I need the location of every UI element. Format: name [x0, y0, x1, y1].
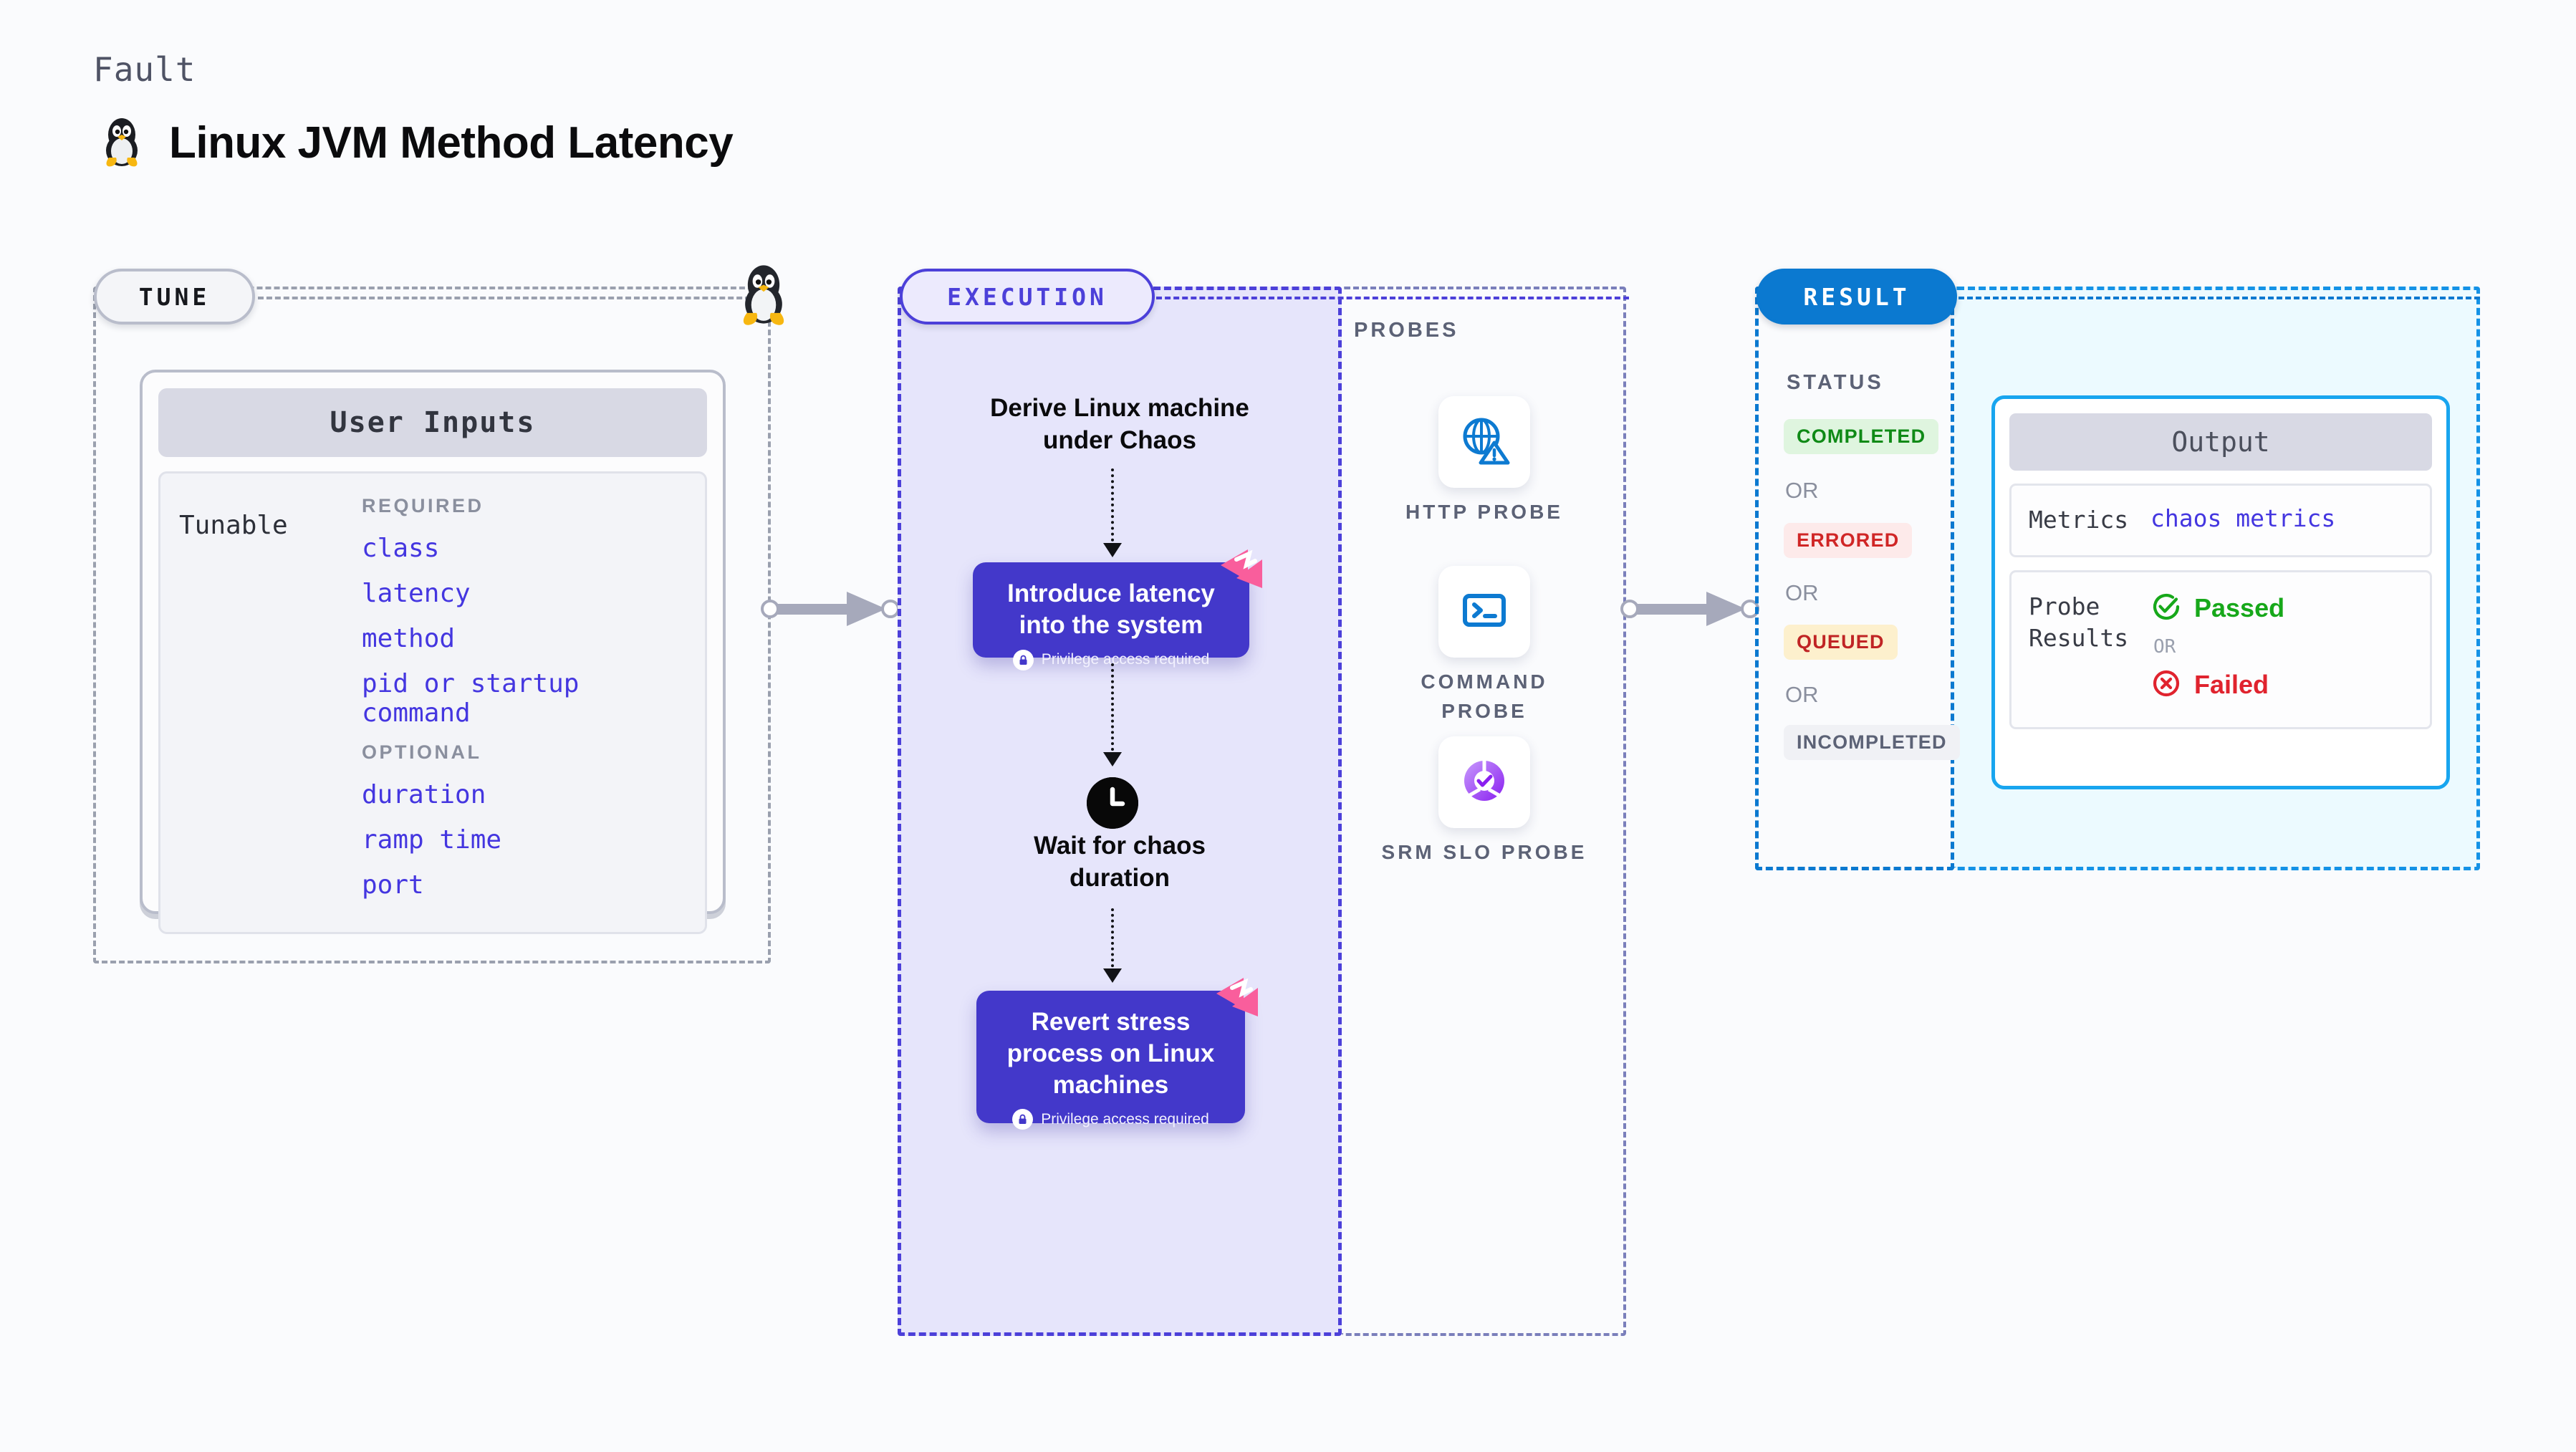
execution-node-subtitle-text: Privilege access required [1041, 1110, 1209, 1128]
stage-badge-execution-label: EXECUTION [947, 282, 1107, 311]
output-card-title: Output [2009, 413, 2432, 471]
status-badge-completed-label: COMPLETED [1797, 425, 1926, 447]
probe-result-failed: Failed [2150, 668, 2413, 703]
status-section-label: STATUS [1787, 371, 1884, 394]
status-or-1: OR [1785, 478, 1819, 503]
tunable-table: Tunable REQUIRED class latency method pi… [158, 471, 707, 934]
output-card: Output Metrics chaos metrics Probe Resul… [1991, 395, 2450, 789]
slo-donut-check-icon [1456, 753, 1512, 812]
probe-result-failed-label: Failed [2194, 670, 2269, 700]
tune-panel [93, 287, 771, 963]
execution-node-subtitle: Privilege access required [995, 1109, 1226, 1130]
execution-node-revert-stress[interactable]: Revert stress process on Linux machines … [976, 978, 1258, 1130]
status-badge-queued-label: QUEUED [1797, 631, 1885, 653]
probe-result-or: OR [2153, 635, 2176, 658]
optional-group-title: OPTIONAL [362, 741, 482, 763]
stage-badge-tune[interactable]: TUNE [94, 269, 255, 324]
page-kicker: Fault [93, 50, 196, 89]
tunable-item-pid-or-startup-command[interactable]: pid or startup command [362, 669, 580, 728]
linux-tux-icon [99, 113, 145, 173]
tunable-item-ramp-time[interactable]: ramp time [362, 825, 502, 855]
execution-node-title: Introduce latency into the system [1007, 580, 1215, 639]
output-row-metrics-value[interactable]: chaos metrics [2150, 504, 2336, 532]
stage-badge-tune-label: TUNE [138, 282, 211, 311]
user-inputs-card: User Inputs Tunable REQUIRED class laten… [140, 370, 726, 934]
tunable-item-duration[interactable]: duration [362, 780, 486, 809]
terminal-icon [1456, 582, 1512, 642]
harness-chaos-icon [1215, 544, 1268, 597]
execution-arrowhead-1 [1103, 543, 1122, 557]
required-group-title: REQUIRED [362, 495, 484, 516]
stage-badge-result[interactable]: RESULT [1756, 269, 1957, 324]
tunable-row-label: Tunable [179, 511, 288, 540]
page-title: Linux JVM Method Latency [169, 118, 734, 168]
probes-section-label: PROBES [1354, 319, 1459, 342]
tunable-item-latency[interactable]: latency [362, 579, 471, 608]
output-row-metrics-key: Metrics [2029, 506, 2129, 534]
clock-icon [1087, 777, 1138, 829]
tunable-item-method[interactable]: method [362, 624, 456, 653]
tune-lead-line [258, 297, 759, 299]
harness-chaos-icon [1211, 972, 1264, 1025]
status-badge-incompleted: INCOMPLETED [1784, 725, 1960, 760]
output-row-probe-results: Probe Results Passed OR [2009, 569, 2432, 729]
execution-lead-line [1156, 297, 1629, 299]
execution-step-derive-text: Derive Linux machine under Chaos [990, 394, 1249, 454]
status-or-3: OR [1785, 682, 1819, 707]
execution-arrow-1 [1111, 468, 1114, 547]
connector-tune-to-execution [761, 587, 904, 630]
page-title-row: Linux JVM Method Latency [99, 113, 734, 173]
probe-tile-http[interactable] [1438, 396, 1530, 488]
probe-label-srm-slo: SRM SLO PROBE [1381, 841, 1587, 863]
tunable-item-port[interactable]: port [362, 870, 424, 900]
probe-tile-srm-slo[interactable] [1438, 736, 1530, 828]
connector-start-dot [1620, 600, 1639, 618]
execution-arrowhead-3 [1103, 968, 1122, 983]
lock-icon [1012, 649, 1034, 670]
status-badge-queued: QUEUED [1784, 625, 1898, 660]
execution-node-title: Revert stress process on Linux machines [1006, 1008, 1215, 1099]
execution-arrow-3 [1111, 908, 1114, 973]
output-row-probe-results-key: Probe Results [2029, 592, 2129, 653]
stage-badge-execution[interactable]: EXECUTION [900, 269, 1155, 324]
probe-result-passed: Passed [2150, 591, 2413, 626]
probe-label-http: HTTP PROBE [1405, 501, 1563, 523]
probe-result-passed-label: Passed [2194, 593, 2285, 623]
check-circle-icon [2150, 591, 2182, 626]
status-badge-completed: COMPLETED [1784, 419, 1939, 454]
tunable-item-class[interactable]: class [362, 534, 440, 563]
status-badge-incompleted-label: INCOMPLETED [1797, 731, 1947, 753]
connector-execution-to-result [1620, 587, 1764, 630]
status-or-2: OR [1785, 580, 1819, 605]
lock-icon [1012, 1109, 1034, 1130]
execution-step-wait-text: Wait for chaos duration [1034, 832, 1206, 892]
probe-label-command: COMMAND PROBE [1421, 670, 1548, 722]
probe-tile-command[interactable] [1438, 566, 1530, 658]
execution-node-subtitle-text: Privilege access required [1041, 651, 1210, 668]
user-inputs-title: User Inputs [158, 388, 707, 457]
stage-badge-result-label: RESULT [1803, 282, 1911, 311]
output-row-metrics: Metrics chaos metrics [2009, 484, 2432, 557]
execution-arrow-2 [1111, 663, 1114, 756]
globe-warning-icon [1456, 413, 1512, 472]
execution-node-introduce-latency[interactable]: Introduce latency into the system Privil… [973, 549, 1262, 670]
status-badge-errored: ERRORED [1784, 523, 1913, 558]
execution-arrowhead-2 [1103, 752, 1122, 766]
x-circle-icon [2150, 668, 2182, 703]
linux-tux-icon [732, 260, 795, 332]
status-badge-errored-label: ERRORED [1797, 529, 1900, 551]
execution-node-subtitle: Privilege access required [991, 649, 1231, 670]
connector-start-dot [761, 600, 779, 618]
result-lead-line [1959, 297, 2480, 299]
